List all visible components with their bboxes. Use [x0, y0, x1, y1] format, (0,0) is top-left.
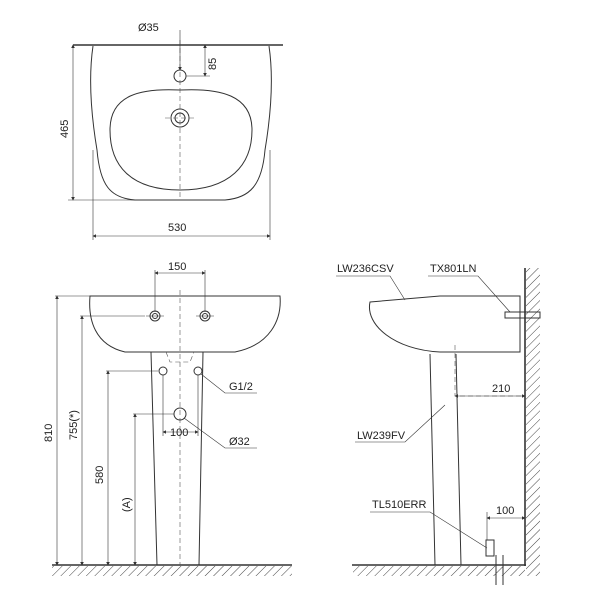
pedestal-model-label: LW239FV — [357, 430, 406, 442]
dim-150-label: 150 — [168, 261, 186, 273]
trap — [485, 539, 495, 557]
drain-diameter-label: Ø32 — [229, 436, 250, 448]
dim-210-label: 210 — [492, 383, 510, 395]
dim-85-label: 85 — [207, 58, 219, 70]
dim-810-label: 810 — [43, 424, 55, 442]
front-view: 150 810 755(*) 580 (A) 100 G1/2 Ø32 — [43, 261, 292, 576]
dim-a-label: (A) — [121, 497, 133, 512]
fitting-model-label: TX801LN — [430, 263, 477, 275]
pedestal-side — [429, 353, 462, 566]
top-view: Ø35 85 465 530 — [59, 22, 283, 240]
dim-465-label: 465 — [59, 120, 71, 138]
angle-valve — [504, 311, 541, 319]
dim-100-label: 100 — [170, 427, 188, 439]
dim-100-side-label: 100 — [496, 505, 514, 517]
tap-diameter-label: Ø35 — [138, 22, 159, 34]
side-view: LW236CSV TX801LN 210 LW239FV TL510ERR 10… — [336, 263, 541, 585]
basin-front — [89, 295, 281, 353]
basin-model-label: LW236CSV — [337, 263, 394, 275]
basin-outline — [90, 45, 272, 201]
thread-label: G1/2 — [229, 381, 253, 393]
pedestal-front — [150, 351, 204, 566]
bowl-outline — [109, 89, 253, 191]
dim-530-label: 530 — [168, 222, 186, 234]
basin-side — [368, 295, 521, 353]
trap-model-label: TL510ERR — [372, 499, 426, 511]
dim-755-label: 755(*) — [68, 410, 80, 440]
dim-580-label: 580 — [94, 466, 106, 484]
